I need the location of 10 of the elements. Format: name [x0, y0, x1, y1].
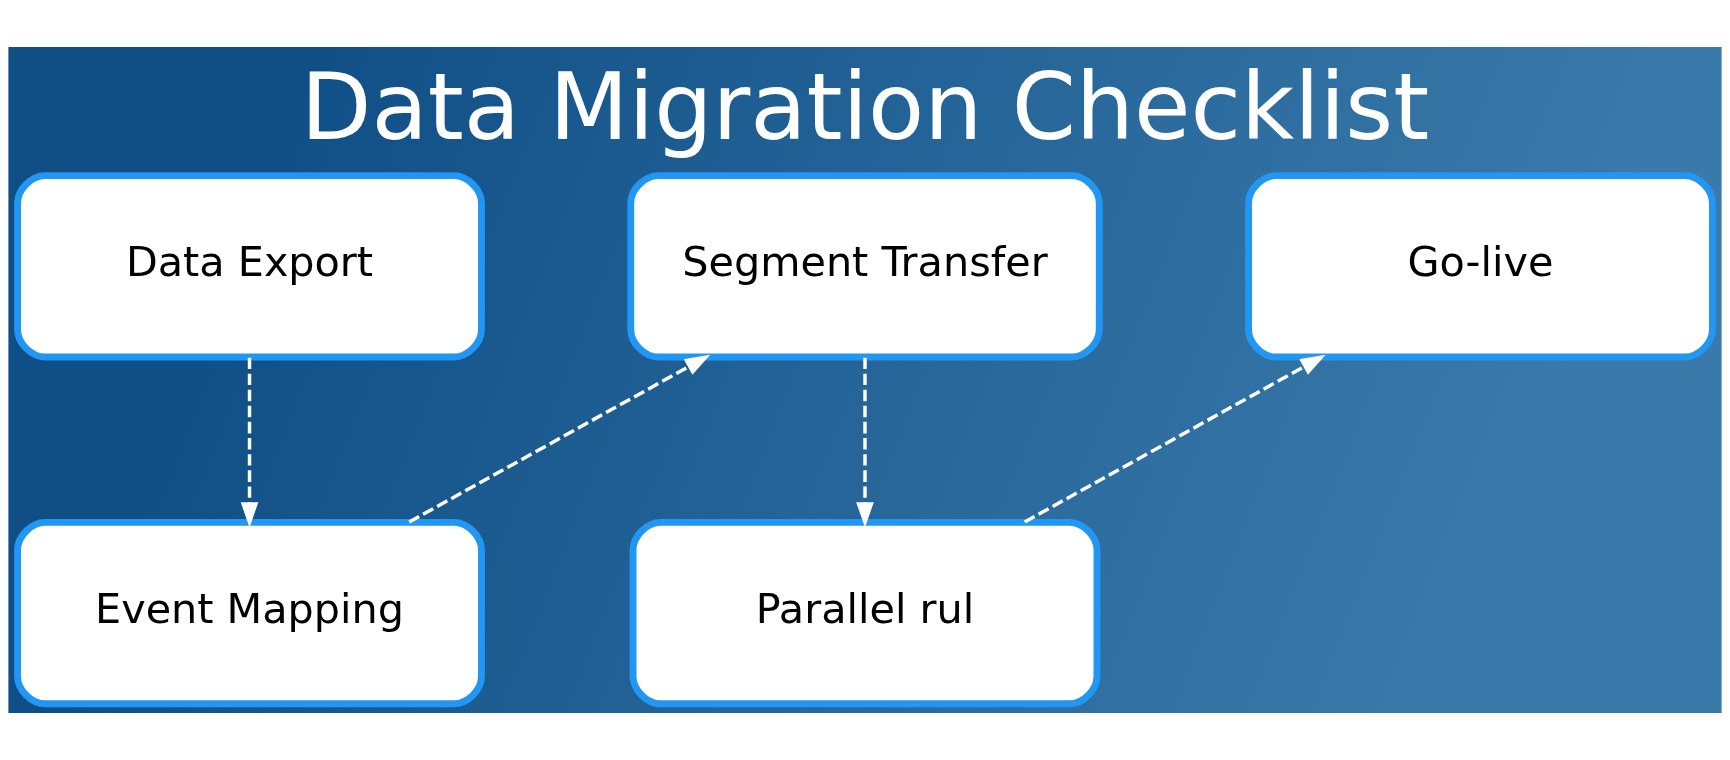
node-box: Segment Transfer	[627, 172, 1103, 361]
diagram-title: Data Migration Checklist	[300, 53, 1430, 161]
arrow	[240, 357, 259, 528]
node-box: Go-live	[1245, 172, 1716, 361]
node-box: Parallel rul	[629, 518, 1101, 708]
node-box: Data Export	[14, 172, 485, 361]
arrow	[856, 357, 874, 528]
node-box: Event Mapping	[14, 518, 485, 708]
arrow	[408, 354, 711, 524]
arrow	[1023, 354, 1326, 524]
